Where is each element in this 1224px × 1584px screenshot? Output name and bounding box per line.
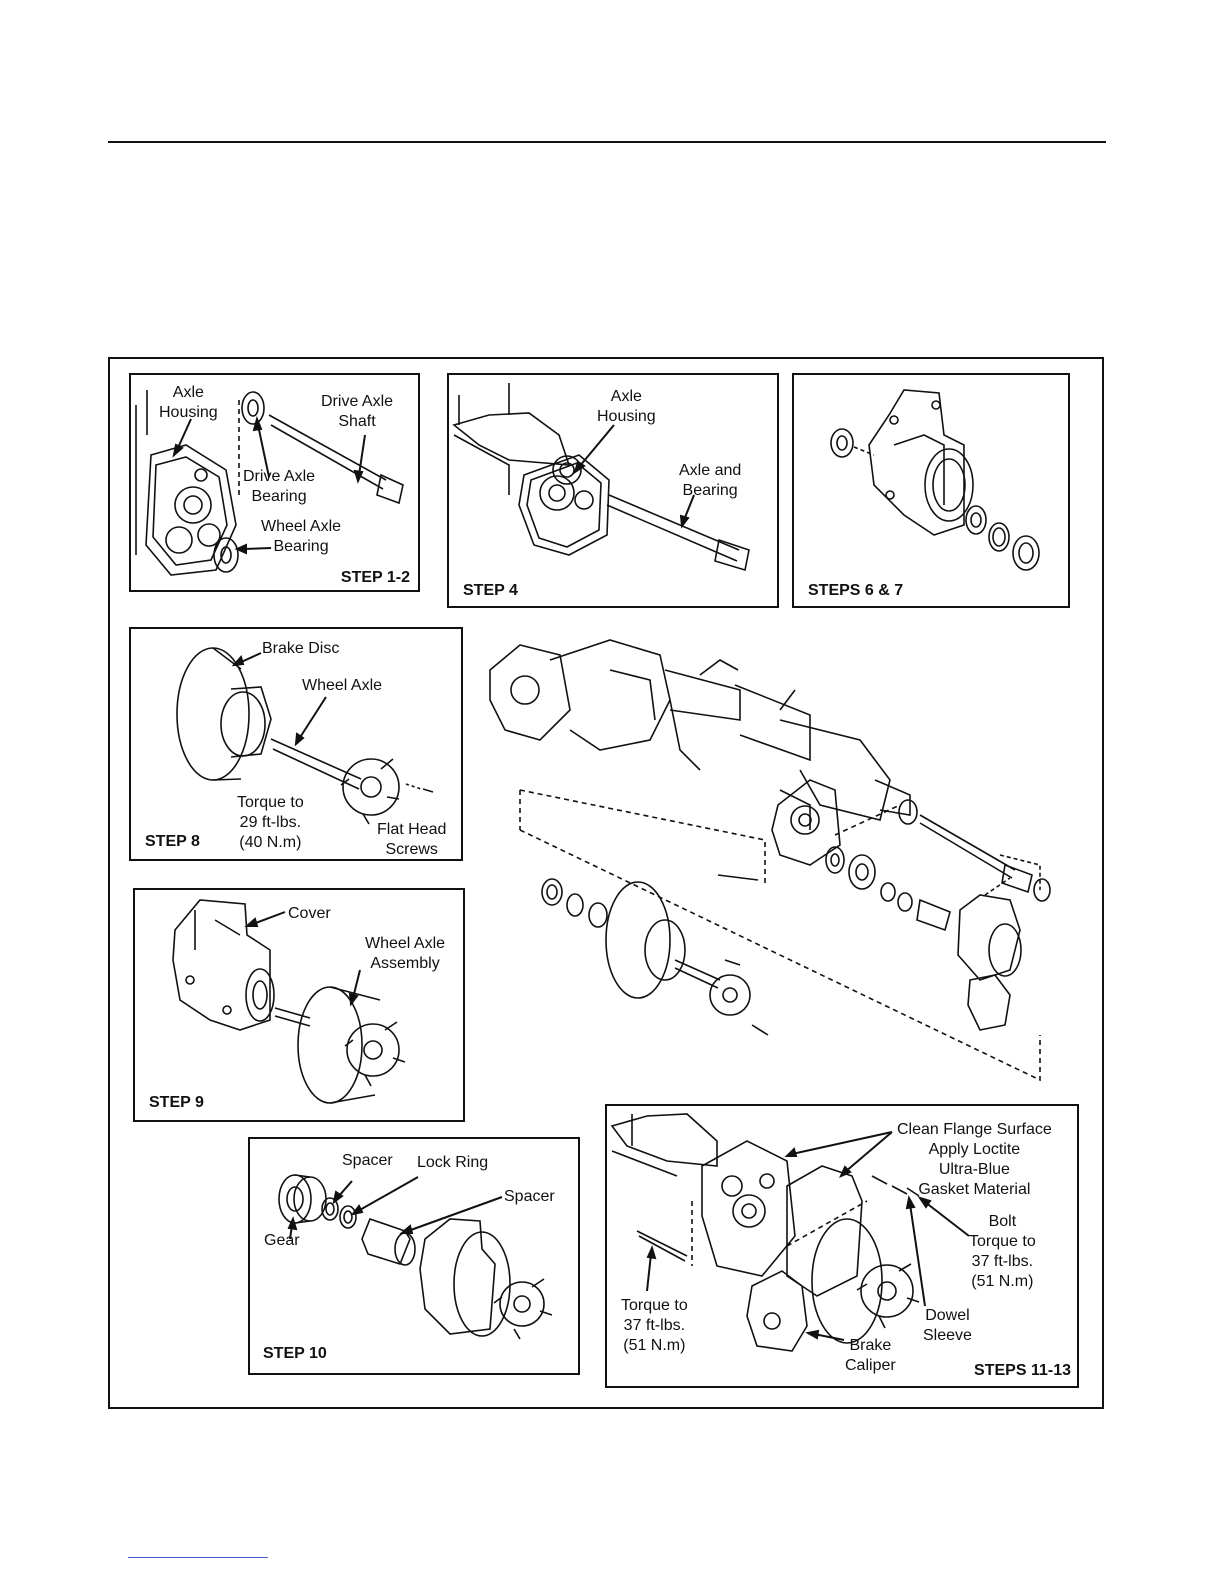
panel-step-10: Spacer Lock Ring Spacer Gear STEP 10 [248,1137,580,1375]
step-10-tag: STEP 10 [263,1345,327,1362]
axle-housing-label-line-1: Axle [172,384,204,401]
axle-housing-label: Axle Housing [159,383,218,423]
header-rule [108,141,1106,143]
axle-housing-label-line-2: Housing [159,404,218,421]
bolt-torque-label-line-1: Bolt [988,1213,1017,1230]
steps-6-7-illustration [830,389,1040,571]
drive-axle-bearing-label-line-2: Bearing [251,488,307,505]
brake-caliper-label-line-1: Brake [849,1337,892,1354]
drive-axle-shaft-label: Drive Axle Shaft [321,392,393,432]
spacer-1-label: Spacer [342,1152,393,1169]
step-8-tag: STEP 8 [145,833,200,850]
flange-note-label-line-4: Gasket Material [918,1181,1031,1198]
flat-head-screws-label: Flat Head Screws [377,820,447,859]
wheel-axle-assembly-label: Wheel Axle Assembly [365,934,445,974]
axle-and-bearing-label-line-2: Bearing [682,482,738,499]
wheel-axle-label: Wheel Axle [302,677,383,694]
step-10-illustration [278,1174,553,1340]
wheel-axle-assembly-label-line-1: Wheel Axle [365,935,446,952]
drive-axle-shaft-label-line-2: Shaft [338,413,376,430]
wheel-axle-bearing-label: Wheel Axle Bearing [261,517,341,557]
step-8-illustration [176,647,434,825]
drive-axle-bearing-label-line-1: Drive Axle [243,468,316,485]
panel-steps-11-13: Clean Flange Surface Apply Loctite Ultra… [605,1104,1079,1388]
torque-29-label: Torque to 29 ft-lbs. (40 N.m) [237,793,304,853]
drive-axle-bearing-label: Drive Axle Bearing [243,467,315,507]
brake-caliper-label: Brake Caliper [845,1336,896,1376]
torque-37-label-line-3: (51 N.m) [623,1337,686,1354]
wheel-axle-bearing-label-line-1: Wheel Axle [261,518,342,535]
step-4-axle-housing-label-line-1: Axle [610,388,642,405]
panel-step-8: Brake Disc Wheel Axle Torque to 29 ft-lb… [129,627,463,861]
step-9-tag: STEP 9 [149,1094,204,1111]
gear-label: Gear [264,1232,300,1249]
step-4-axle-housing-label: Axle Housing [597,387,656,427]
step-4-illustration [452,383,750,572]
panel-step-1-2: Axle Housing Drive Axle Shaft Drive Axle… [129,373,420,592]
drive-axle-shaft-label-line-1: Drive Axle [321,393,394,410]
axle-and-bearing-label: Axle and Bearing [679,461,741,501]
flange-note-label-line-1: Clean Flange Surface [897,1121,1052,1138]
figure-frame [108,357,1104,1409]
flange-note-label: Clean Flange Surface Apply Loctite Ultra… [897,1120,1052,1200]
brake-caliper-label-line-2: Caliper [845,1357,896,1374]
bolt-torque-label-line-2: Torque to [969,1233,1036,1250]
cover-label: Cover [288,905,331,922]
torque-29-label-line-1: Torque to [237,794,304,811]
panel-steps-6-7: STEPS 6 & 7 [792,373,1070,608]
exploded-axle-view [489,639,1051,1082]
steps-11-13-tag: STEPS 11-13 [974,1362,1071,1379]
panel-step-4: Axle Housing Axle and Bearing STEP 4 [447,373,779,608]
bolt-torque-label: Bolt Torque to 37 ft-lbs. (51 N.m) [969,1212,1036,1292]
step-1-2-illustration [135,390,404,576]
brake-disc-label: Brake Disc [262,640,340,657]
torque-37-label-line-2: 37 ft-lbs. [623,1317,686,1334]
wheel-axle-bearing-label-line-2: Bearing [273,538,329,555]
step-4-axle-housing-label-line-2: Housing [597,408,656,425]
spacer-2-label: Spacer [504,1188,555,1205]
axle-and-bearing-label-line-1: Axle and [679,462,742,479]
step-1-2-tag: STEP 1-2 [340,569,410,586]
dowel-sleeve-label-line-2: Sleeve [923,1327,972,1344]
flat-head-screws-label-line-1: Flat Head [377,821,447,838]
panel-step-9: Cover Wheel Axle Assembly STEP 9 [133,888,465,1122]
flat-head-screws-label-line-2: Screws [385,841,438,858]
lock-ring-label: Lock Ring [417,1154,489,1171]
step-4-tag: STEP 4 [463,582,518,599]
dowel-sleeve-label-line-1: Dowel [925,1307,970,1324]
bolt-torque-label-line-3: 37 ft-lbs. [971,1253,1034,1270]
footer-rule [128,1557,268,1558]
torque-29-label-line-3: (40 N.m) [239,834,302,851]
wheel-axle-assembly-label-line-2: Assembly [370,955,440,972]
torque-37-label-line-1: Torque to [621,1297,688,1314]
steps-11-13-illustration [610,1113,970,1352]
torque-37-label: Torque to 37 ft-lbs. (51 N.m) [621,1296,688,1356]
bolt-torque-label-line-4: (51 N.m) [971,1273,1034,1290]
steps-6-7-tag: STEPS 6 & 7 [808,582,904,599]
step-9-illustration [172,899,406,1104]
dowel-sleeve-label: Dowel Sleeve [923,1306,972,1346]
torque-29-label-line-2: 29 ft-lbs. [239,814,302,831]
flange-note-label-line-2: Apply Loctite [928,1141,1021,1158]
flange-note-label-line-3: Ultra-Blue [938,1161,1010,1178]
